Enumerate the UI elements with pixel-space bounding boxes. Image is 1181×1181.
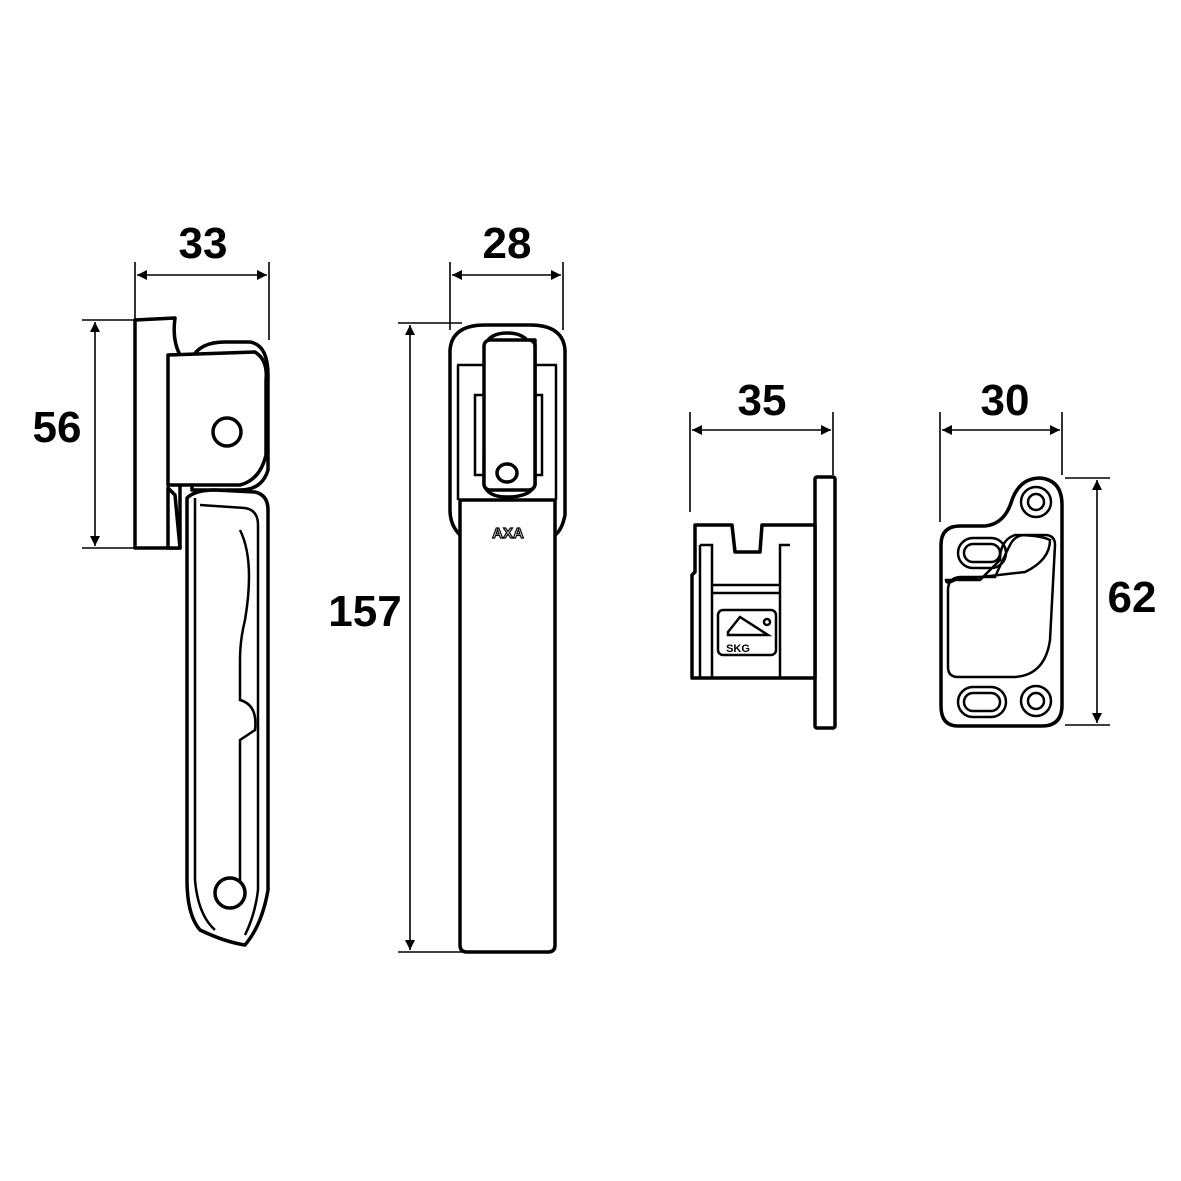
keeper-front-view [939, 476, 1064, 728]
dimension-handle-front-width: 28 [449, 219, 564, 330]
handle-side-view [133, 316, 270, 947]
dimension-label: 157 [328, 587, 401, 636]
axa-logo: AXA [492, 525, 524, 542]
handle-front-view: AXA [448, 323, 567, 954]
dimension-label: 30 [981, 376, 1030, 425]
dimension-handle-total-length: 157 [328, 322, 462, 953]
dimension-label: 35 [738, 376, 787, 425]
dimension-label: 56 [33, 403, 82, 452]
dimension-label: 28 [483, 219, 532, 268]
skg-logo: SKG [726, 643, 750, 655]
dimension-keeper-width: 30 [939, 376, 1063, 522]
dimension-label: 62 [1108, 573, 1157, 622]
dimension-handle-side-height: 56 [33, 319, 135, 549]
dimension-label: 33 [179, 219, 228, 268]
strike-side-view: SKG [690, 475, 837, 730]
dimension-strike-width: 35 [689, 376, 834, 512]
dimension-keeper-height: 62 [1065, 477, 1157, 726]
dimension-handle-side-width: 33 [134, 219, 270, 340]
